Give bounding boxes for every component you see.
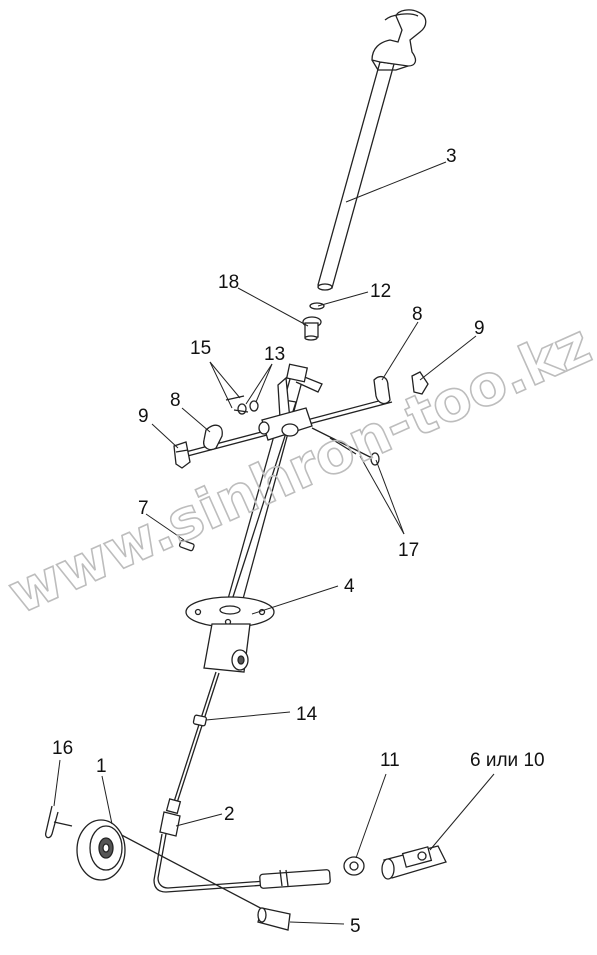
part-18-bushing xyxy=(302,316,322,341)
part-8-left-arm xyxy=(203,424,223,451)
label-part-9-left: 9 xyxy=(138,406,149,427)
label-part-13: 13 xyxy=(264,344,285,365)
label-part-4: 4 xyxy=(344,576,355,597)
label-part-12: 12 xyxy=(370,281,391,302)
label-part-8-left: 8 xyxy=(170,390,181,411)
part-11-nut xyxy=(343,856,365,876)
watermark-text: www.sinhron-too.kz xyxy=(0,312,597,627)
label-part-18: 18 xyxy=(218,272,239,293)
label-part-1: 1 xyxy=(96,756,107,777)
part-3-lever-rod xyxy=(317,9,427,291)
part-9-right-bracket xyxy=(411,371,429,395)
label-part-14: 14 xyxy=(296,704,318,725)
part-5-boot xyxy=(111,829,291,931)
label-part-16: 16 xyxy=(52,738,73,759)
part-1-ball-joint xyxy=(76,819,126,881)
part-14-sleeve xyxy=(192,714,207,727)
part-2-link-rod xyxy=(153,798,331,893)
label-part-5: 5 xyxy=(350,916,361,937)
label-part-7: 7 xyxy=(138,498,149,519)
part-12-washer xyxy=(309,302,325,310)
label-part-17: 17 xyxy=(398,540,419,561)
part-15-cotter-pins xyxy=(225,395,249,413)
label-part-8-right: 8 xyxy=(412,304,423,325)
cross-shaft-assembly xyxy=(177,397,393,466)
leader-lines xyxy=(53,161,495,925)
part-9-left-bracket xyxy=(173,441,191,469)
part-labels: 3 12 18 15 13 8 9 8 9 7 17 4 14 16 1 11 … xyxy=(52,146,545,937)
part-7-pin xyxy=(178,539,195,552)
label-part-15: 15 xyxy=(190,338,211,359)
part-16-cotter xyxy=(44,805,73,839)
label-part-6-or-10: 6 или 10 xyxy=(470,750,545,771)
label-part-11: 11 xyxy=(380,750,400,771)
part-13-washers xyxy=(237,400,259,415)
label-part-3: 3 xyxy=(446,146,457,167)
label-part-2: 2 xyxy=(224,804,235,825)
control-rod xyxy=(171,671,220,810)
part-6-10-clevis xyxy=(381,845,447,880)
label-part-9-right: 9 xyxy=(474,318,485,339)
part-8-right-arm xyxy=(373,375,391,405)
